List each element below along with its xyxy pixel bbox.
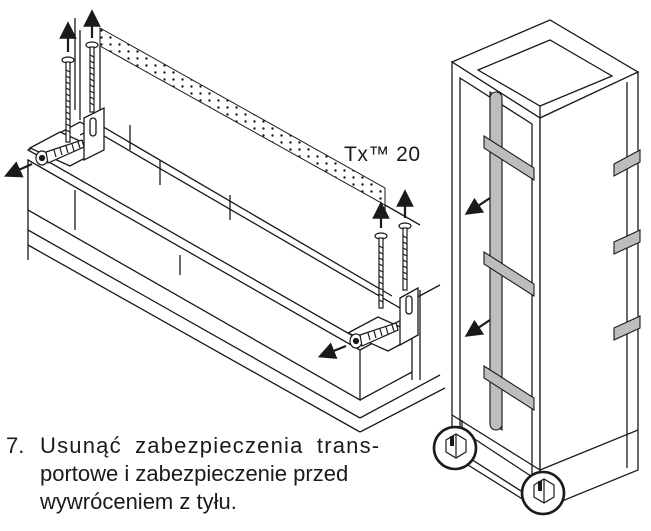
arrow-out-icon: [464, 197, 491, 215]
cabinet-side: [539, 70, 639, 511]
strap-side-top: [613, 149, 641, 177]
instruction-line-2: portowe i zabezpieczenie przed: [40, 461, 349, 486]
strap-lower: [483, 364, 535, 412]
instruction-text: 7. Usunąć zabezpieczenia trans- portowe …: [6, 432, 412, 516]
screw-horizontal-left: [35, 139, 85, 166]
instruction-line-3: wywróceniem z tyłu.: [40, 489, 237, 514]
tool-label: Tx™ 20: [344, 143, 421, 166]
strap-side-middle: [613, 229, 641, 255]
arrow-out-icon: [464, 319, 491, 337]
strap-side-lower: [613, 315, 641, 341]
arrow-out-icon: [317, 342, 347, 359]
screw-vertical-left-1: [61, 56, 75, 143]
step-number: 7.: [6, 433, 25, 458]
plinth-detail: [26, 18, 446, 433]
screw-vertical-right-1: [374, 232, 388, 309]
highlight-circle-icon: [432, 425, 478, 471]
highlight-circle-icon: [520, 470, 566, 516]
instruction-line-1: Usunąć zabezpieczenia trans-: [40, 433, 381, 458]
arrow-out-icon: [3, 161, 33, 178]
screw-horizontal-right: [349, 322, 399, 349]
strap-middle: [483, 250, 535, 298]
screw-vertical-right-2: [398, 222, 412, 291]
enclosure-cabinet: [450, 19, 640, 512]
strap-top: [483, 134, 535, 182]
transport-straps: [483, 90, 641, 432]
screw-vertical-left-2: [85, 41, 99, 113]
